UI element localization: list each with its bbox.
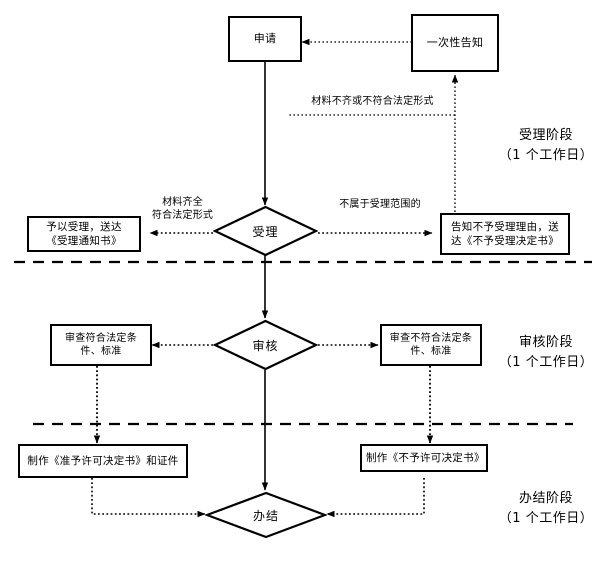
node-one-time-notice-label: 一次性告知 — [426, 35, 484, 49]
stage-label-review: 审核阶段 （1 个工作日） — [498, 335, 594, 370]
stage-label-accept: 受理阶段 （1 个工作日） — [498, 128, 594, 163]
node-review-fail-label: 审查不符合法定条 件、标准 — [389, 332, 473, 358]
edge-label-materials-complete: 材料齐全 符合法定形式 — [151, 197, 214, 221]
node-permit-deny[interactable]: 制作《不予许可决定书》 — [360, 444, 488, 472]
edge-deny-to-finish — [326, 478, 425, 518]
node-permit-deny-label: 制作《不予许可决定书》 — [366, 451, 485, 464]
edge-grant-to-finish — [91, 478, 206, 518]
node-accept-no-label: 告知不予受理理由，送 达《不予受理决定书》 — [451, 220, 559, 247]
node-review-decision[interactable]: 审核 — [213, 319, 318, 371]
node-finish[interactable]: 办结 — [205, 491, 327, 539]
node-review-decision-label: 审核 — [252, 338, 279, 353]
node-accept-yes-label: 予以受理，送达 《受理通知书》 — [46, 220, 122, 247]
node-review-pass-label: 审查符合法定条 件、标准 — [64, 332, 138, 358]
stage-label-finish: 办结阶段 （1 个工作日） — [498, 491, 594, 526]
node-finish-label: 办结 — [252, 508, 279, 523]
node-permit-grant-label: 制作《准予许可决定书》和证件 — [27, 454, 179, 467]
node-review-fail[interactable]: 审查不符合法定条 件、标准 — [380, 324, 482, 366]
finish-diamond-shape — [205, 491, 327, 539]
review-diamond-shape — [213, 319, 318, 371]
node-apply-label: 申请 — [253, 31, 277, 45]
node-review-pass[interactable]: 审查符合法定条 件、标准 — [50, 324, 152, 366]
node-accept-no[interactable]: 告知不予受理理由，送 达《不予受理决定书》 — [440, 213, 570, 255]
node-accept-decision[interactable]: 受理 — [213, 205, 318, 257]
edge-label-incomplete-materials: 材料不齐或不符合法定形式 — [311, 96, 434, 107]
node-permit-grant[interactable]: 制作《准予许可决定书》和证件 — [18, 444, 188, 478]
node-apply[interactable]: 申请 — [228, 16, 302, 62]
node-accept-yes[interactable]: 予以受理，送达 《受理通知书》 — [27, 216, 141, 252]
accept-diamond-shape — [213, 205, 318, 257]
node-one-time-notice[interactable]: 一次性告知 — [411, 14, 499, 72]
node-accept-decision-label: 受理 — [252, 224, 279, 239]
edge-label-out-of-scope: 不属于受理范围的 — [339, 199, 421, 210]
